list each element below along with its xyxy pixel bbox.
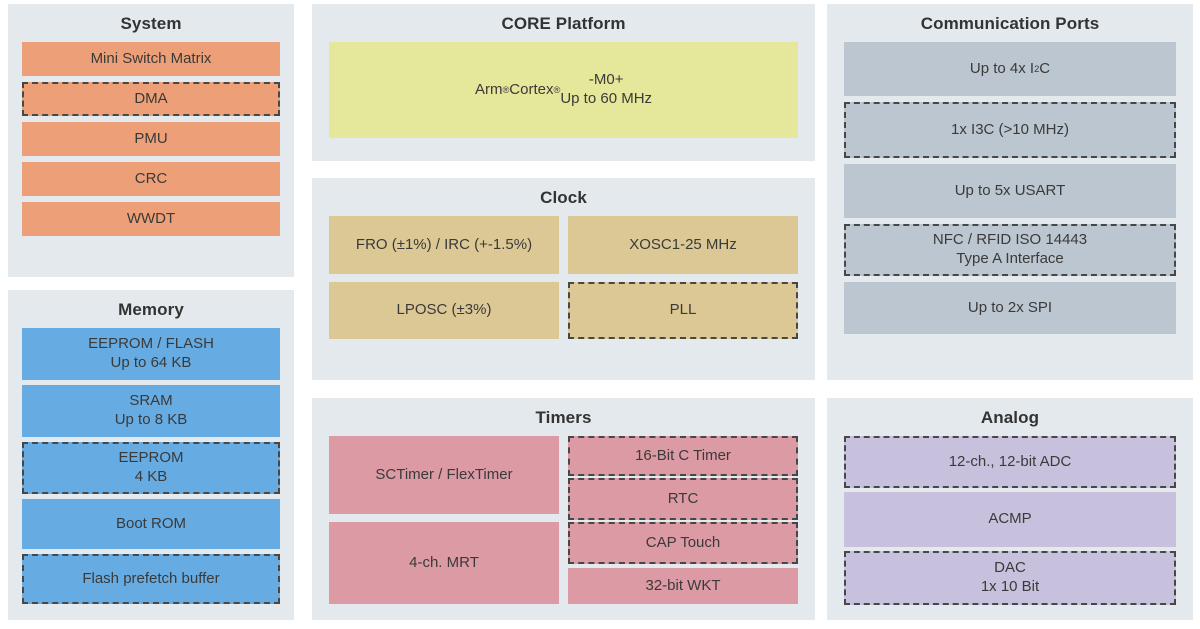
block-eeprom-flash[interactable]: EEPROM / FLASH Up to 64 KB [22, 328, 280, 380]
panel-timers: Timers SCTimer / FlexTimer 4-ch. MRT 16-… [312, 398, 815, 620]
panel-system-title: System [120, 14, 182, 33]
panel-clock: Clock FRO (±1%) / IRC (+-1.5%) XOSC1-25 … [312, 178, 815, 380]
panel-memory: Memory EEPROM / FLASH Up to 64 KB SRAM U… [8, 290, 294, 620]
block-wwdt[interactable]: WWDT [22, 202, 280, 236]
panel-timers-title: Timers [535, 408, 592, 427]
panel-analog-title: Analog [980, 408, 1040, 427]
block-adc[interactable]: 12-ch., 12-bit ADC [844, 436, 1176, 488]
block-flash-prefetch-buffer[interactable]: Flash prefetch buffer [22, 554, 280, 604]
block-spi[interactable]: Up to 2x SPI [844, 282, 1176, 334]
block-eeprom[interactable]: EEPROM 4 KB [22, 442, 280, 494]
block-i3c[interactable]: 1x I3C (>10 MHz) [844, 102, 1176, 158]
block-arm-cortex-m0plus[interactable]: Arm® Cortex®-M0+Up to 60 MHz [329, 42, 798, 138]
block-32bit-wkt[interactable]: 32-bit WKT [568, 568, 798, 604]
block-rtc[interactable]: RTC [568, 478, 798, 520]
block-xosc[interactable]: XOSC1-25 MHz [568, 216, 798, 274]
panel-system: System Mini Switch Matrix DMA PMU CRC WW… [8, 4, 294, 277]
block-boot-rom[interactable]: Boot ROM [22, 499, 280, 549]
panel-core-platform-title: CORE Platform [501, 14, 626, 33]
block-cap-touch[interactable]: CAP Touch [568, 522, 798, 564]
panel-core-platform: CORE Platform Arm® Cortex®-M0+Up to 60 M… [312, 4, 815, 161]
block-sram[interactable]: SRAM Up to 8 KB [22, 385, 280, 437]
block-mini-switch-matrix[interactable]: Mini Switch Matrix [22, 42, 280, 76]
panel-analog: Analog 12-ch., 12-bit ADC ACMP DAC 1x 10… [827, 398, 1193, 620]
block-sctimer-flextimer[interactable]: SCTimer / FlexTimer [329, 436, 559, 514]
block-pll[interactable]: PLL [568, 282, 798, 339]
panel-memory-title: Memory [118, 300, 184, 319]
block-acmp[interactable]: ACMP [844, 492, 1176, 547]
block-16bit-c-timer[interactable]: 16-Bit C Timer [568, 436, 798, 476]
block-fro-irc[interactable]: FRO (±1%) / IRC (+-1.5%) [329, 216, 559, 274]
block-dma[interactable]: DMA [22, 82, 280, 116]
panel-clock-title: Clock [540, 188, 587, 207]
block-dac[interactable]: DAC 1x 10 Bit [844, 551, 1176, 605]
block-4ch-mrt[interactable]: 4-ch. MRT [329, 522, 559, 604]
panel-communication-ports-title: Communication Ports [920, 14, 1100, 33]
block-usart[interactable]: Up to 5x USART [844, 164, 1176, 218]
block-crc[interactable]: CRC [22, 162, 280, 196]
block-lposc[interactable]: LPOSC (±3%) [329, 282, 559, 339]
block-nfc-rfid[interactable]: NFC / RFID ISO 14443 Type A Interface [844, 224, 1176, 276]
block-pmu[interactable]: PMU [22, 122, 280, 156]
